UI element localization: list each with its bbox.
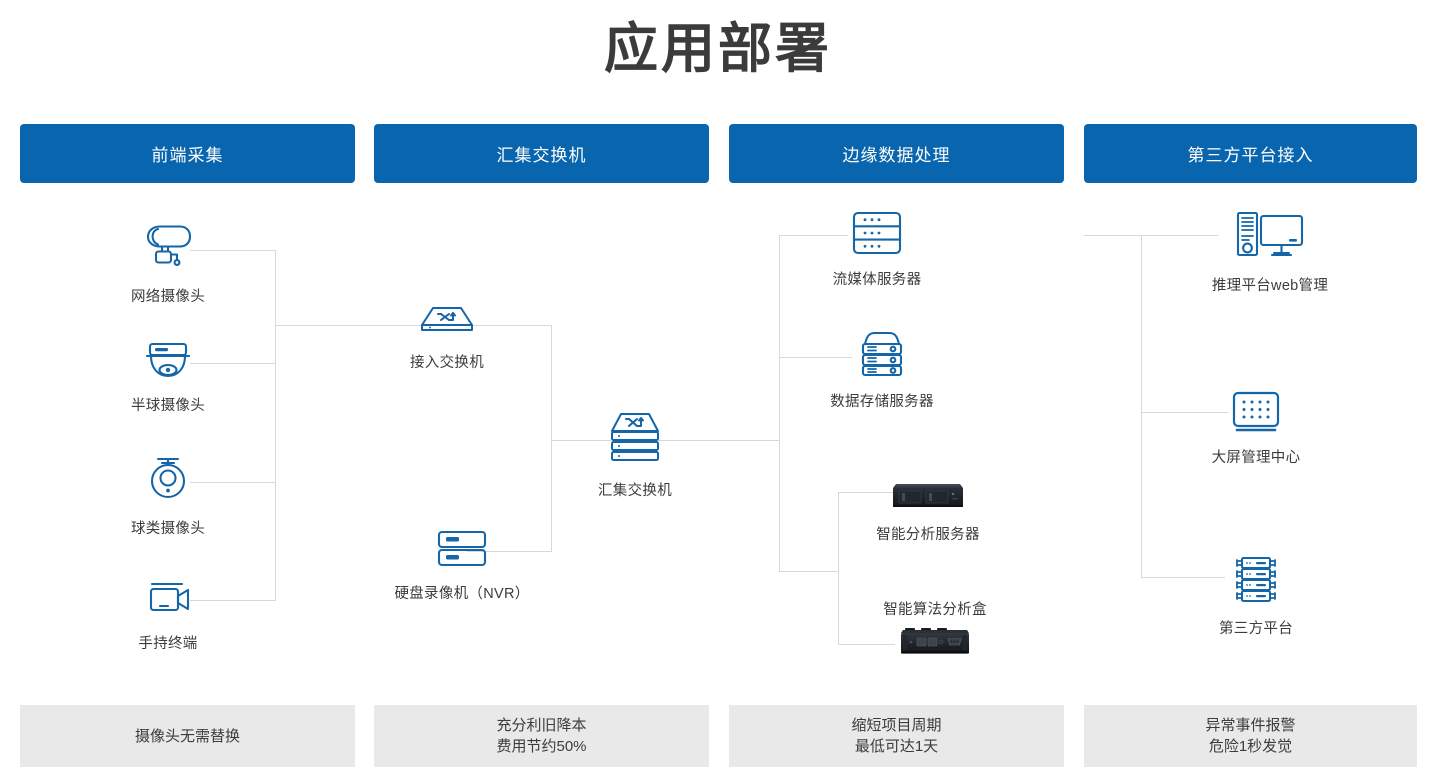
storage-server-icon [851,330,913,383]
connector-h-nvr-right [467,551,552,552]
node-label: 第三方平台 [1219,621,1293,637]
column-header-label: 边缘数据处理 [842,146,951,165]
connector-h-ptz-camera [190,482,276,483]
footer-benefit-front-end: 摄像头无需替换 [20,705,355,767]
node-access-switch[interactable]: 接入交换机 [387,303,507,372]
node-third-party-platform[interactable]: 第三方平台 [1196,555,1316,638]
node-label: 智能算法分析盒 [883,602,987,618]
node-streaming-server[interactable]: 流媒体服务器 [817,210,937,289]
connector-h-network-camera [190,250,276,251]
connector-h-dome-camera [190,363,276,364]
aggregation-switch-icon [604,411,666,472]
bullet-camera-icon [140,223,196,278]
video-wall-icon [1225,390,1287,439]
connector-col2-to-aggregation-switch [551,440,611,441]
connector-h-handheld [190,600,276,601]
connector-h-web-management [1141,235,1218,236]
node-dome-camera[interactable]: 半球摄像头 [108,340,228,415]
node-inference-web-management[interactable]: 推理平台web管理 [1195,210,1345,295]
footer-line-1: 摄像头无需替换 [134,727,240,745]
node-network-camera[interactable]: 网络摄像头 [108,223,228,306]
connector-col1-to-access-switch [275,325,427,326]
connector-h-streaming-server [779,235,848,236]
node-label: 手持终端 [138,636,198,652]
footer-benefit-switch: 充分利旧降本 费用节约50% [374,705,709,767]
connector-vertical-ai-bus [838,492,839,644]
node-aggregation-switch[interactable]: 汇集交换机 [575,411,695,500]
footer-benefit-edge: 缩短项目周期 最低可达1天 [729,705,1064,767]
dome-camera-icon [140,340,196,387]
node-label: 大屏管理中心 [1211,450,1301,466]
connector-vertical-col2-bus [551,325,552,551]
ai-algorithm-box-photo [895,626,975,663]
node-handheld-terminal[interactable]: 手持终端 [108,580,228,653]
node-label: 网络摄像头 [131,289,205,305]
column-header-edge-data-processing[interactable]: 边缘数据处理 [729,124,1064,183]
node-ai-analysis-server[interactable]: 智能分析服务器 [868,477,988,544]
connector-h-access-switch-right [467,325,552,326]
connector-h-ai-branch [779,571,838,572]
column-header-aggregation-switch[interactable]: 汇集交换机 [374,124,709,183]
node-video-wall-center[interactable]: 大屏管理中心 [1196,390,1316,467]
column-header-label: 前端采集 [151,146,224,165]
page-title: 应用部署 [604,19,832,79]
column-header-label: 第三方平台接入 [1187,146,1314,165]
footer-benefit-third-party: 异常事件报警 危险1秒发觉 [1084,705,1417,767]
node-ptz-camera[interactable]: 球类摄像头 [108,455,228,538]
footer-line-1: 异常事件报警 [1205,717,1296,734]
node-label: 半球摄像头 [131,398,205,414]
connector-h-third-party-platform [1141,577,1225,578]
node-label: 接入交换机 [410,355,484,371]
footer-line-1: 充分利旧降本 [496,717,587,734]
column-header-front-end-capture[interactable]: 前端采集 [20,124,355,183]
ai-analysis-server-photo [890,477,966,516]
ptz-camera-icon [140,455,196,510]
footer-line-2: 最低可达1天 [854,738,939,755]
connector-h-ai-analysis-server [838,492,895,493]
connector-col3-to-col4 [1084,235,1141,236]
node-label: 流媒体服务器 [832,272,922,288]
node-label: 硬盘录像机（NVR） [394,586,530,602]
footer-line-2: 费用节约50% [496,738,587,755]
connector-vertical-col3-bus [779,235,780,571]
access-switch-icon [416,303,478,344]
workstation-monitor-icon [1233,210,1307,267]
connector-vertical-col1-bus [275,250,276,600]
node-label: 汇集交换机 [598,483,672,499]
handheld-camcorder-icon [140,580,196,625]
node-label: 推理平台web管理 [1211,278,1329,294]
connector-h-ai-algorithm-box [838,644,895,645]
connector-h-storage-server [779,357,852,358]
node-storage-server[interactable]: 数据存储服务器 [822,330,942,411]
streaming-server-icon [846,210,908,261]
footer-line-1: 缩短项目周期 [851,717,942,734]
column-header-label: 汇集交换机 [496,146,587,165]
node-nvr[interactable]: 硬盘录像机（NVR） [387,528,537,603]
node-label: 数据存储服务器 [830,394,934,410]
node-ai-algorithm-box[interactable]: 智能算法分析盒 [870,598,1000,663]
footer-line-2: 危险1秒发觉 [1208,738,1293,755]
connector-h-video-wall [1141,412,1228,413]
nvr-icon [431,528,493,575]
connector-vertical-col4-bus [1141,235,1142,577]
column-header-third-party-access[interactable]: 第三方平台接入 [1084,124,1417,183]
node-label: 智能分析服务器 [876,527,980,543]
connector-aggregation-to-col3 [658,440,780,441]
third-party-rack-icon [1225,555,1287,610]
node-label: 球类摄像头 [131,521,205,537]
